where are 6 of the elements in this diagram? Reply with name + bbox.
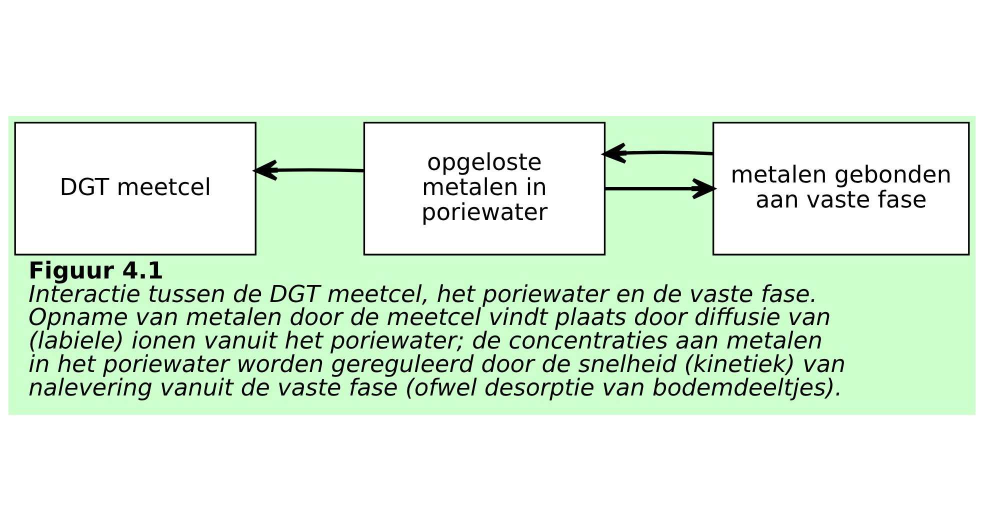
node-box: opgeloste metalen in poriewater	[363, 121, 606, 255]
arrow	[603, 142, 714, 164]
node-box: metalen gebonden aan vaste fase	[712, 121, 970, 255]
arrow	[254, 159, 364, 180]
node-box: DGT meetcel	[14, 121, 256, 255]
arrow	[604, 177, 715, 199]
